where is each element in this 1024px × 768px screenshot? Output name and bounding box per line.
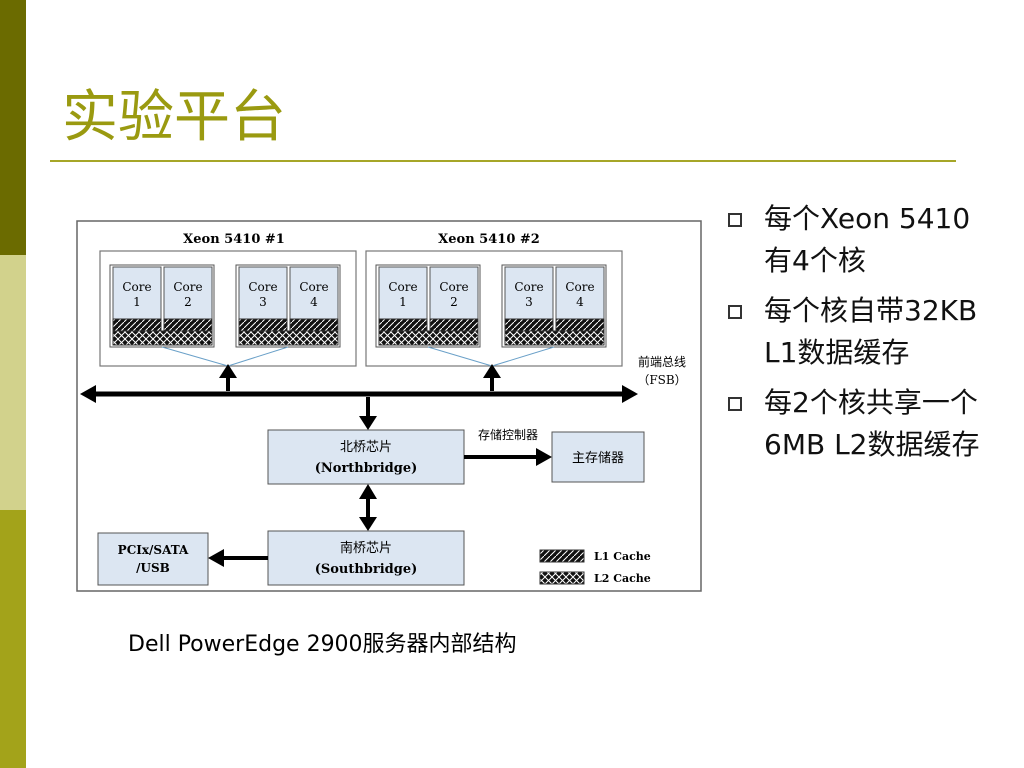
- legend: L1 Cache L2 Cache: [539, 549, 651, 585]
- cpu2-l2-a: [378, 330, 479, 346]
- cpu1-core3-box: [238, 266, 288, 320]
- legend-l2-label: L2 Cache: [594, 572, 651, 585]
- cpu2: Xeon 5410 #2 Core 1 Core 2 Core 3 Core 4: [365, 232, 623, 367]
- bullet-item: 每2个核共享一个6MB L2数据缓存: [728, 382, 998, 466]
- square-bullet-icon: [728, 213, 742, 227]
- north-south-arrow-up: [359, 484, 377, 499]
- title-underline: [50, 160, 956, 162]
- cpu2-link-a: [427, 346, 493, 367]
- cpu1-core3-l1: [238, 318, 288, 332]
- io-label-2: /USB: [136, 561, 170, 575]
- cpu1-l2-b: [238, 330, 339, 346]
- cpu2-core2-box: [429, 266, 479, 320]
- cpu2-core1-l1: [378, 318, 428, 332]
- cpu1-core4-num: 4: [310, 295, 318, 309]
- cpu2-core3-num: 3: [525, 295, 533, 309]
- cpu1-core2-num: 2: [184, 295, 192, 309]
- memory-controller-label: 存储控制器: [478, 427, 538, 442]
- northbridge-en: (Northbridge): [315, 461, 418, 476]
- io-box: [97, 532, 209, 586]
- cpu2-core4-l1: [555, 318, 605, 332]
- fsb-arrow-right: [622, 385, 638, 403]
- cpu2-core2-name: Core: [439, 280, 468, 294]
- cpu1-link-b: [227, 346, 289, 367]
- fsb: 前端总线 （FSB）: [80, 354, 687, 403]
- cpu1-core2-box: [163, 266, 213, 320]
- cpu2-core1-name: Core: [388, 280, 417, 294]
- cpu1-core4-box: [289, 266, 339, 320]
- cpu1-link-a: [161, 346, 229, 367]
- cpu1-l2-a: [112, 330, 213, 346]
- cpu2-core4-name: Core: [565, 280, 594, 294]
- cpu1-core1-l1: [112, 318, 162, 332]
- cpu1-core2-name: Core: [173, 280, 202, 294]
- northbridge-cn: 北桥芯片: [340, 440, 392, 455]
- cpu1-core1-num: 1: [133, 295, 141, 309]
- bullet-text: 每个Xeon 5410有4个核: [764, 202, 971, 277]
- square-bullet-icon: [728, 397, 742, 411]
- cpu2-core4-num: 4: [576, 295, 584, 309]
- fsb-north-arrow: [359, 416, 377, 430]
- cpu2-core1-box: [378, 266, 428, 320]
- north-south-arrow-down: [359, 517, 377, 531]
- stripe-dark: [0, 0, 26, 255]
- cpu2-link-b: [491, 346, 555, 367]
- cpu1-label: Xeon 5410 #1: [183, 232, 285, 247]
- cpu1-fsb-arrow: [219, 364, 237, 378]
- cpu2-core2-num: 2: [450, 295, 458, 309]
- southbridge-box: [267, 530, 465, 586]
- cpu1-core4-l1: [289, 318, 339, 332]
- cpu1: Xeon 5410 #1 Core 1 Core 2 Core 3 Core 4: [99, 232, 357, 367]
- cpu2-core3-name: Core: [514, 280, 543, 294]
- legend-l1-swatch: [539, 549, 585, 563]
- io-arrow: [208, 549, 224, 567]
- cpu2-label: Xeon 5410 #2: [438, 232, 540, 247]
- bullet-text: 每个核自带32KB L1数据缓存: [764, 294, 978, 369]
- memory-arrow: [536, 448, 552, 466]
- bullet-text: 每2个核共享一个6MB L2数据缓存: [764, 386, 980, 461]
- cpu2-core4-box: [555, 266, 605, 320]
- cpu2-core2-l1: [429, 318, 479, 332]
- fsb-label-cn: 前端总线: [638, 354, 686, 369]
- fsb-label-en: （FSB）: [637, 373, 686, 387]
- slide-title: 实验平台: [62, 85, 286, 150]
- bullet-list: 每个Xeon 5410有4个核 每个核自带32KB L1数据缓存 每2个核共享一…: [728, 198, 998, 474]
- cpu1-core2-l1: [163, 318, 213, 332]
- stripe-light: [0, 255, 26, 510]
- main-memory-box: [551, 431, 645, 483]
- cpu1-core1-name: Core: [122, 280, 151, 294]
- southbridge-en: (Southbridge): [315, 562, 418, 577]
- diagram-caption: Dell PowerEdge 2900服务器内部结构: [128, 632, 517, 657]
- southbridge-cn: 南桥芯片: [340, 540, 392, 556]
- cpu1-core4-name: Core: [299, 280, 328, 294]
- legend-l2-swatch: [539, 571, 585, 585]
- cpu2-core1-num: 1: [399, 295, 407, 309]
- cpu1-core3-num: 3: [259, 295, 267, 309]
- cpu2-core3-l1: [504, 318, 554, 332]
- legend-l1-label: L1 Cache: [594, 550, 651, 563]
- bullet-item: 每个核自带32KB L1数据缓存: [728, 290, 998, 374]
- stripe-mid: [0, 510, 26, 768]
- cpu1-core3-name: Core: [248, 280, 277, 294]
- square-bullet-icon: [728, 305, 742, 319]
- cpu1-core1-box: [112, 266, 162, 320]
- fsb-arrow-left: [80, 385, 96, 403]
- cpu2-fsb-arrow: [483, 364, 501, 378]
- io-label-1: PCIx/SATA: [118, 543, 189, 557]
- cpu2-l2-b: [504, 330, 605, 346]
- architecture-diagram: Xeon 5410 #1 Core 1 Core 2 Core 3 Core 4…: [76, 220, 702, 592]
- bullet-item: 每个Xeon 5410有4个核: [728, 198, 998, 282]
- main-memory-label: 主存储器: [572, 451, 624, 466]
- northbridge-box: [267, 429, 465, 485]
